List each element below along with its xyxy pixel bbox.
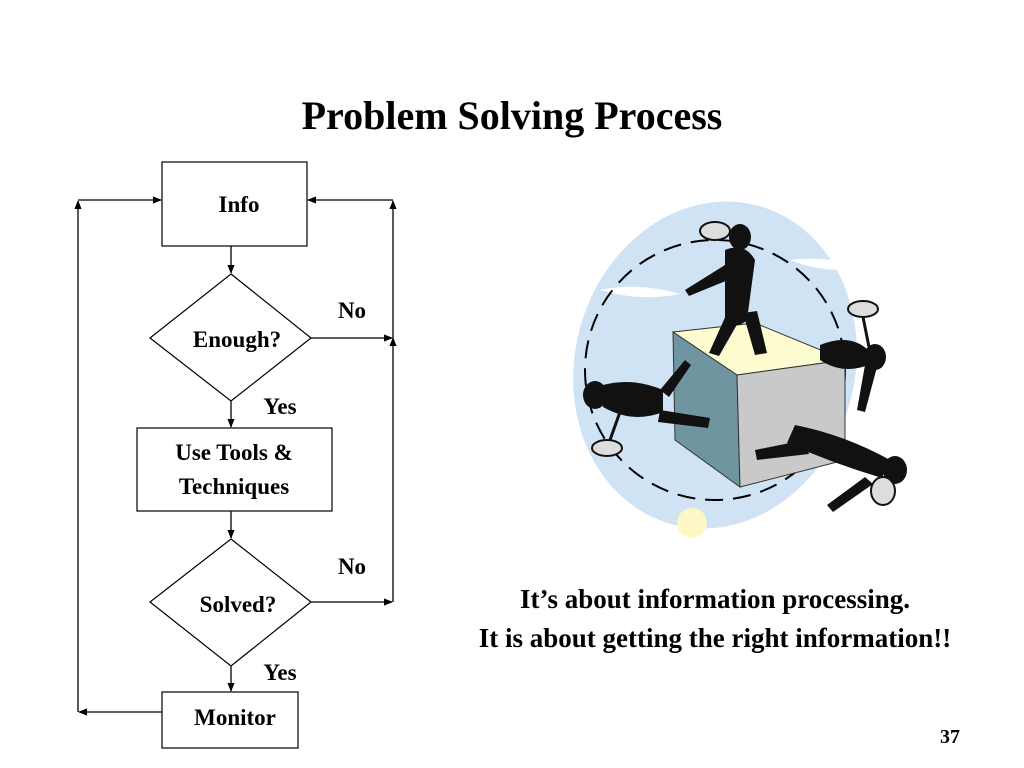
figure-icon (685, 221, 767, 356)
yes-label-enough: Yes (263, 394, 296, 419)
figure-icon (755, 425, 907, 512)
page-number: 37 (940, 726, 960, 748)
caption-line-1: It’s about information processing. (519, 584, 911, 614)
cloud-streak (600, 286, 680, 298)
figure-icon (820, 300, 886, 412)
slide-title: Problem Solving Process (301, 93, 723, 138)
tools-box (136, 427, 333, 512)
enough-label: Enough? (193, 327, 281, 352)
no-label-solved: No (338, 554, 366, 579)
cloud-streak (790, 258, 860, 270)
monitor-label: Monitor (194, 705, 276, 730)
cube-right (736, 359, 846, 488)
people-around-cube-clipart (573, 201, 907, 538)
figure-icon (583, 360, 710, 457)
no-label-enough: No (338, 298, 366, 323)
yes-label-solved: Yes (263, 660, 296, 685)
solved-label: Solved? (200, 592, 277, 617)
tools-label-line1: Use Tools & (175, 440, 293, 465)
caption-line-2: It is about getting the right informatio… (478, 623, 952, 653)
info-label: Info (219, 192, 260, 217)
monitor-box (161, 691, 299, 749)
info-box (161, 161, 308, 247)
sun-icon (677, 508, 707, 538)
tools-label-line2: Techniques (179, 474, 289, 499)
